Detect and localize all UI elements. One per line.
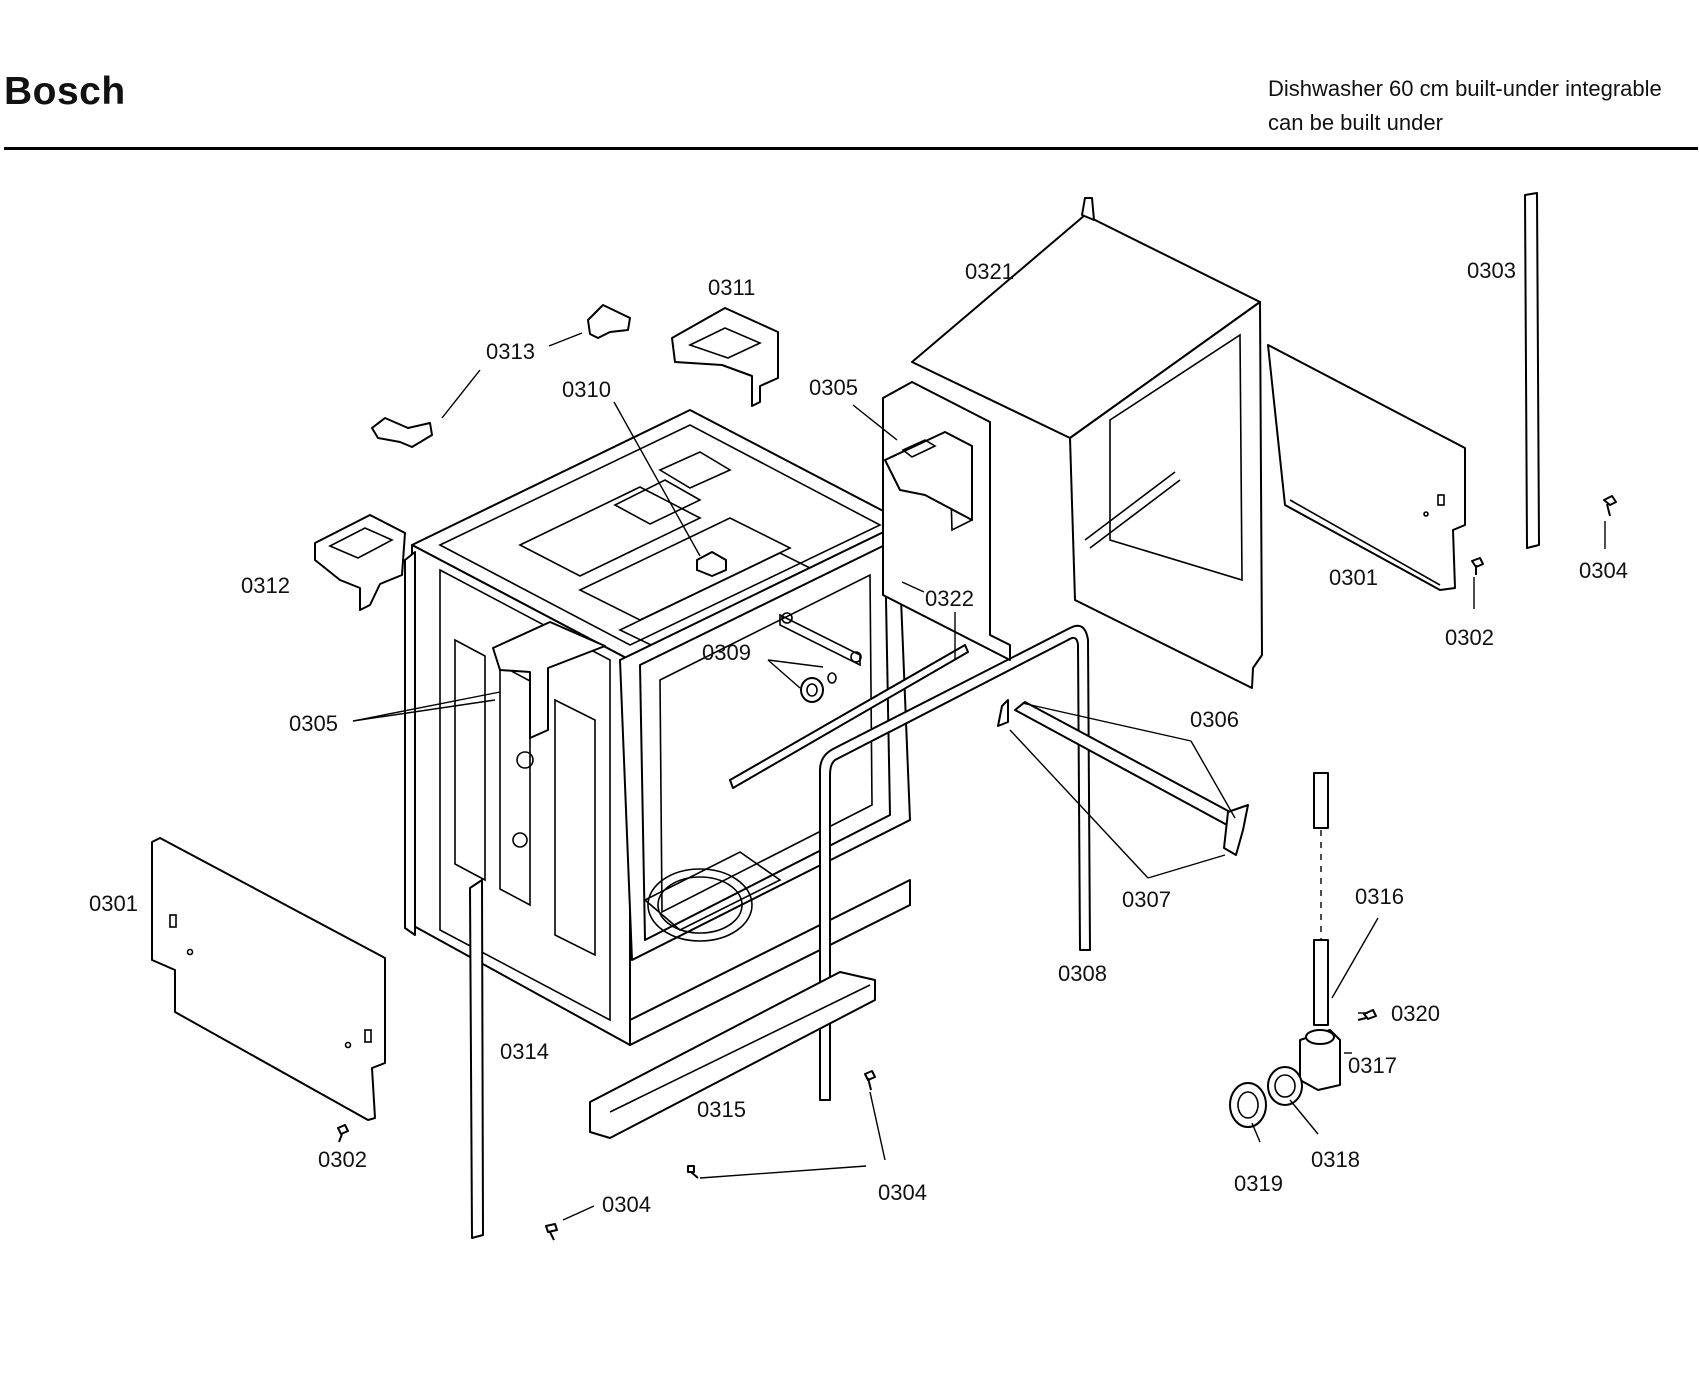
model-description-line-2: can be built under — [1268, 110, 1443, 135]
callout-0305-lower: 0305 — [289, 711, 338, 736]
leader-lines — [352, 332, 1606, 1221]
brand-title: Bosch — [4, 70, 126, 113]
callout-labels: 0321 0303 0311 0313 0310 0305 0304 0301 … — [89, 258, 1628, 1217]
callout-0301-left: 0301 — [89, 891, 138, 916]
callout-0301-right: 0301 — [1329, 565, 1378, 590]
callout-0314: 0314 — [500, 1039, 549, 1064]
callout-0322: 0322 — [925, 586, 974, 611]
part-0301-right-panel — [1267, 344, 1466, 591]
part-0303-strip — [1524, 192, 1540, 549]
part-0319-cap — [1229, 1082, 1267, 1128]
part-0313-bracket-b — [371, 417, 433, 448]
callout-0304-left: 0304 — [602, 1192, 651, 1217]
part-0305-upper-hinge — [884, 431, 973, 521]
part-0308-frame — [819, 624, 1091, 1101]
part-0316-hose — [1313, 772, 1329, 1026]
callout-0319: 0319 — [1234, 1171, 1283, 1196]
callout-0313: 0313 — [486, 339, 535, 364]
part-0309-bearing — [800, 672, 837, 703]
callout-0315: 0315 — [697, 1097, 746, 1122]
part-0318-ring — [1267, 1066, 1303, 1106]
model-description-line-1: Dishwasher 60 cm built-under integrable — [1268, 76, 1662, 101]
callout-0321: 0321 — [965, 259, 1014, 284]
callout-0303: 0303 — [1467, 258, 1516, 283]
part-0307-hook — [997, 699, 1009, 727]
callout-0302-right: 0302 — [1445, 625, 1494, 650]
part-0315-rail — [589, 971, 876, 1139]
callout-0310: 0310 — [562, 377, 611, 402]
callout-0302-left: 0302 — [318, 1147, 367, 1172]
callout-0320: 0320 — [1391, 1001, 1440, 1026]
part-0317-fitting — [1299, 1029, 1341, 1091]
callout-0311: 0311 — [708, 275, 755, 300]
header-divider — [4, 147, 1698, 150]
callout-0306: 0306 — [1190, 707, 1239, 732]
part-0321-housing — [882, 197, 1263, 689]
callout-0309: 0309 — [702, 640, 751, 665]
part-0301-left-panel — [151, 837, 386, 1121]
callout-0312: 0312 — [241, 573, 290, 598]
part-0310-clip — [696, 551, 727, 577]
part-0311-hinge — [671, 307, 779, 407]
part-0306-arm — [1014, 701, 1249, 856]
part-0312-hinge — [314, 514, 406, 611]
callout-0308: 0308 — [1058, 961, 1107, 986]
part-0305-lower-bracket — [492, 621, 606, 739]
part-0322-rod — [729, 644, 969, 789]
callout-0307: 0307 — [1122, 887, 1171, 912]
callout-0304-bottom: 0304 — [878, 1180, 927, 1205]
callout-0304-right: 0304 — [1579, 558, 1628, 583]
callout-0316: 0316 — [1355, 884, 1404, 909]
callout-0317: 0317 — [1348, 1053, 1397, 1078]
callout-0305-upper: 0305 — [809, 375, 858, 400]
screw-icons — [337, 495, 1617, 1241]
model-description: Dishwasher 60 cm built-under integrable … — [1268, 72, 1662, 140]
part-0314-rod — [469, 879, 484, 1239]
callout-0318: 0318 — [1311, 1147, 1360, 1172]
part-0313-bracket-a — [587, 304, 631, 339]
